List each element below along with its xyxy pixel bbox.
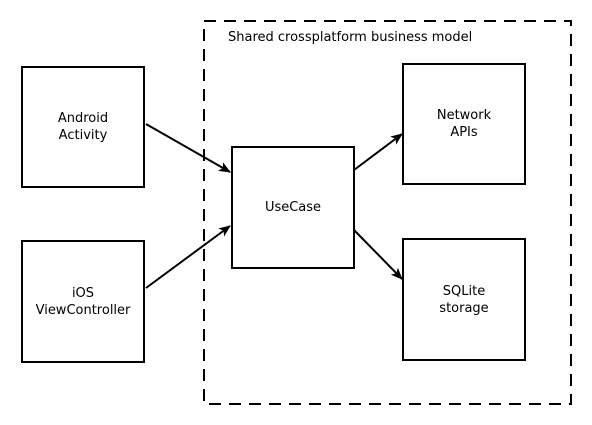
edge-usecase-to-network — [353, 133, 403, 171]
node-usecase: UseCase — [231, 146, 355, 269]
shared-business-model-region — [203, 20, 572, 405]
node-android-activity: Android Activity — [21, 66, 145, 188]
node-network-apis: Network APIs — [402, 63, 526, 185]
region-label: Shared crossplatform business model — [228, 30, 473, 45]
node-sqlite-storage: SQLite storage — [402, 238, 526, 361]
edge-ios-to-usecase — [145, 225, 231, 289]
node-ios-viewcontroller: iOS ViewController — [21, 240, 145, 363]
edge-usecase-to-sqlite — [353, 229, 403, 280]
edge-android-to-usecase — [145, 123, 231, 173]
